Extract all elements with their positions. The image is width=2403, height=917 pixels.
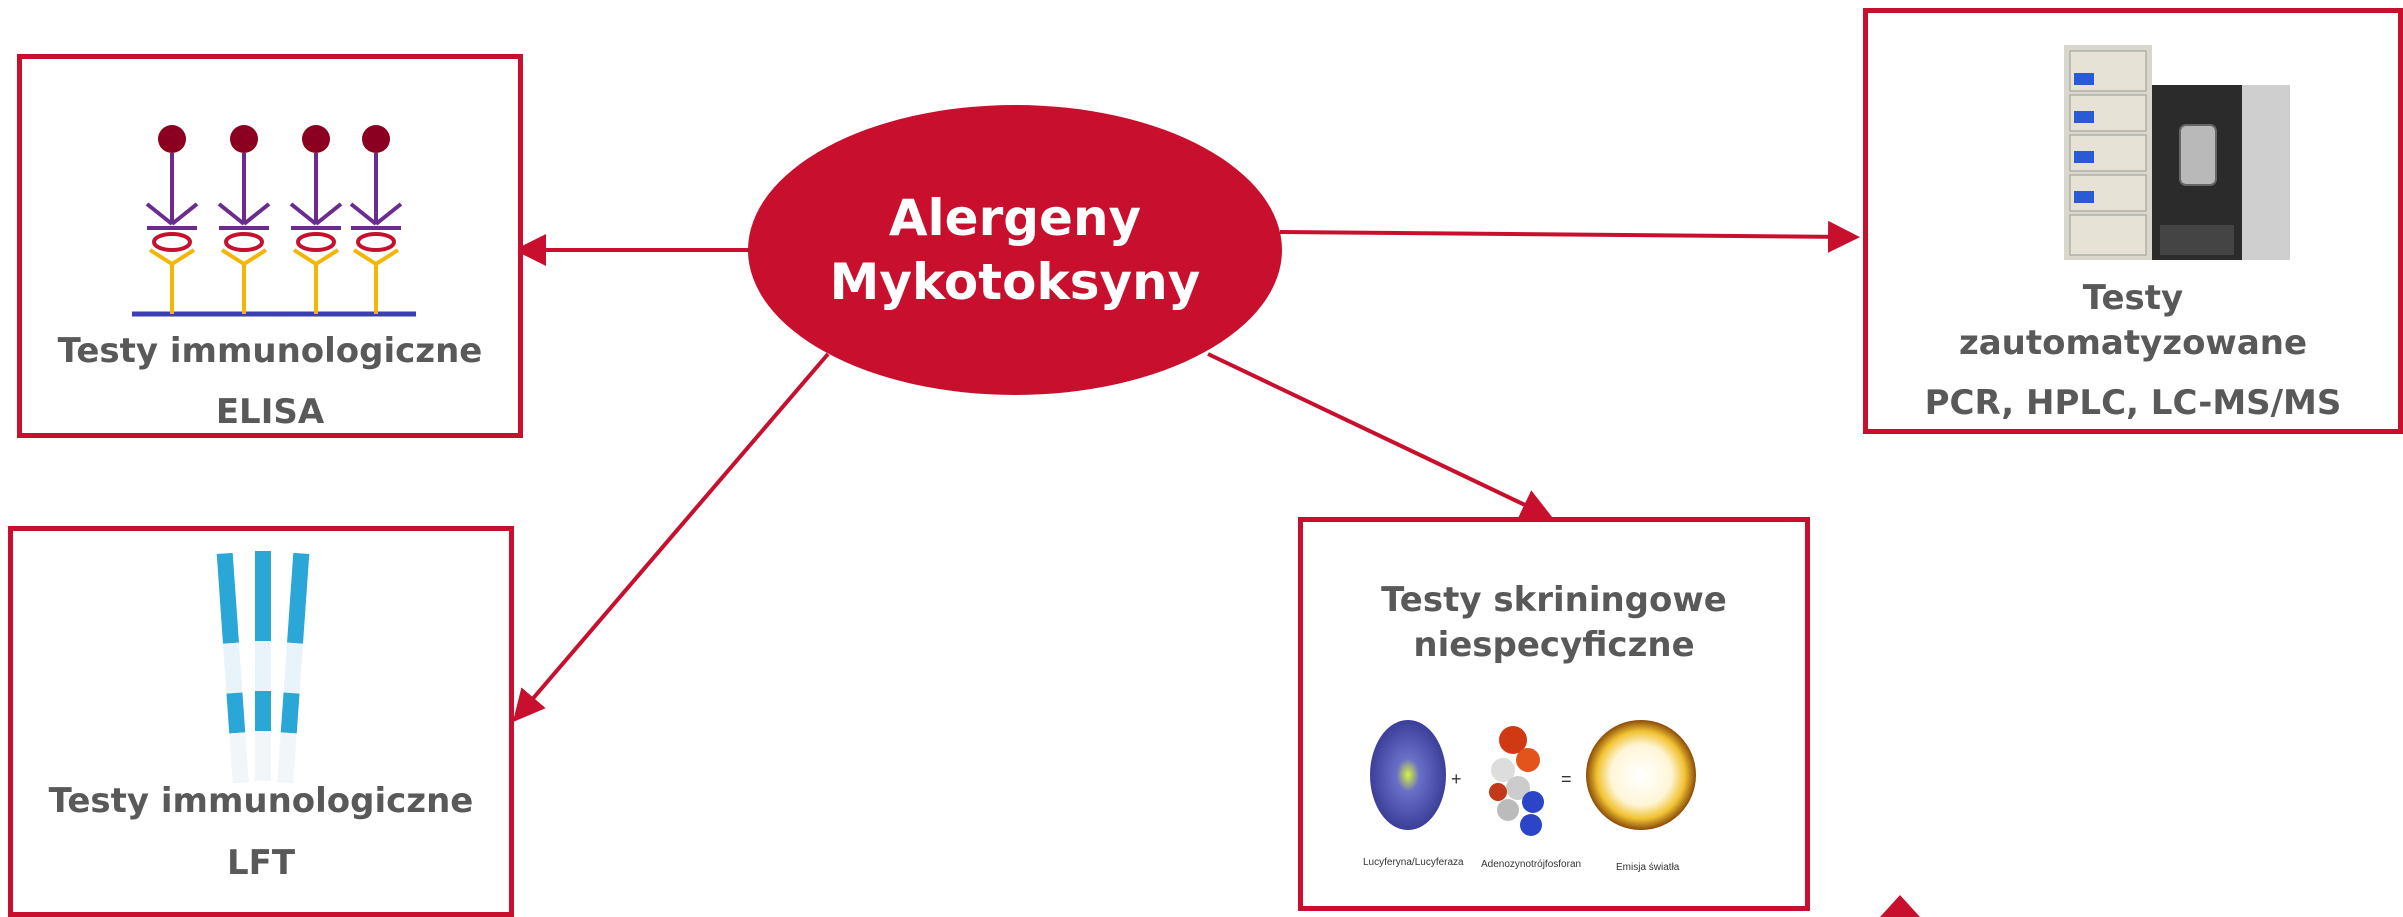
bioluminescence-equation-icon: + = Lucyferyna/Lucyferaza Adenozynotrójf… [1363,720,1696,873]
center-label-line2: Mykotoksyny [829,253,1201,311]
caption-atp: Adenozynotrójfosforan [1481,859,1581,870]
node-screening: Testy skriningowe niespecyficzne + [1298,517,1810,911]
elisa-antibody-icon [132,123,416,317]
elisa-subtitle: ELISA [215,392,325,432]
elisa-title: Testy immunologiczne [57,331,483,371]
center-node-allergens-mycotoxins: Alergeny Mykotoksyny [748,105,1282,395]
plus-sign: + [1451,769,1462,789]
screening-title-line1: Testy skriningowe [1381,580,1727,620]
lateral-flow-strips-icon [216,551,310,784]
light-emission-icon [1586,720,1696,830]
automated-subtitle: PCR, HPLC, LC-MS/MS [1924,383,2342,423]
hplc-instrument-icon [2064,45,2290,260]
automated-title-line1: Testy [2082,278,2184,318]
arrow-to-lft [512,352,830,723]
arrow-to-automated [1279,220,1860,253]
screening-title-line2: niespecyficzne [1413,625,1695,665]
node-automated: Testy zautomatyzowane PCR, HPLC, LC-MS/M… [1863,8,2403,434]
luciferase-icon [1370,720,1446,830]
caption-luciferin: Lucyferyna/Lucyferaza [1363,857,1464,868]
lft-title: Testy immunologiczne [48,781,474,821]
equals-sign: = [1561,769,1572,789]
node-elisa: Testy immunologiczne ELISA [17,54,523,438]
lft-subtitle: LFT [226,843,296,883]
atp-molecule-icon [1489,726,1544,836]
arrow-to-screening [1207,352,1554,520]
center-label-line1: Alergeny [888,189,1142,247]
logo-mark-icon [1880,895,1920,917]
caption-light: Emisja światła [1616,862,1680,873]
node-lft: Testy immunologiczne LFT [8,526,514,917]
automated-title-line2: zautomatyzowane [1958,323,2308,363]
